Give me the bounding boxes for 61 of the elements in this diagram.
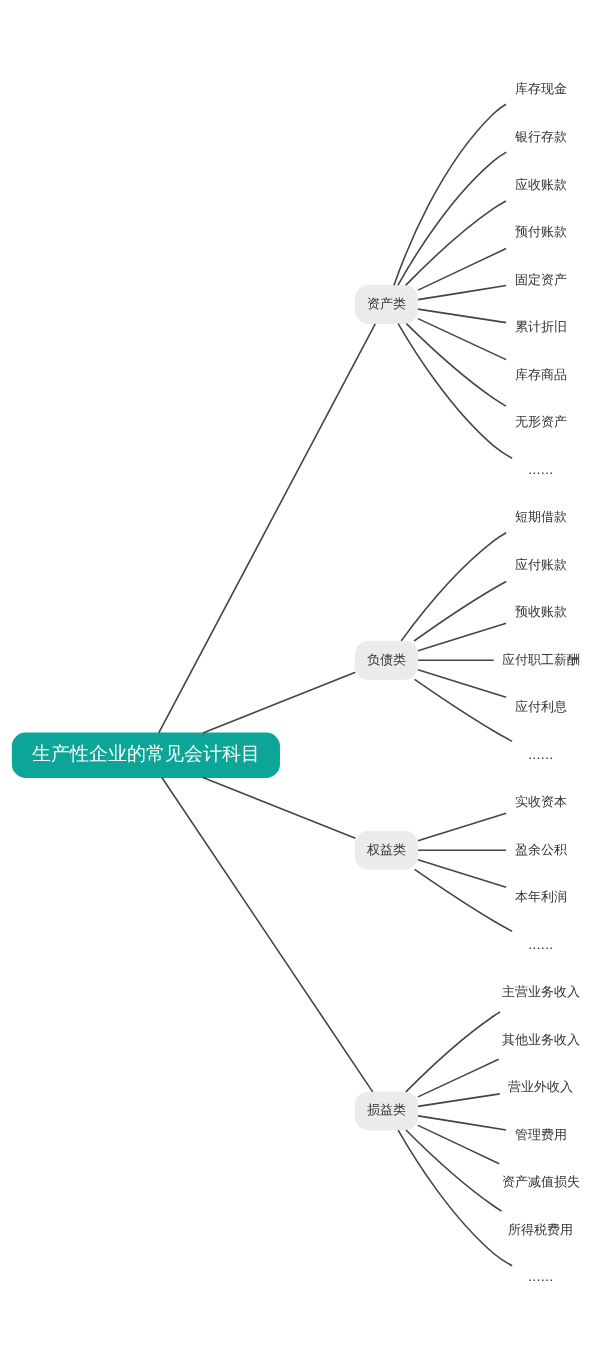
node-text: 本年利润 bbox=[514, 889, 567, 905]
connector bbox=[417, 1093, 501, 1108]
connector bbox=[413, 580, 508, 642]
node-text: 盈余公积 bbox=[514, 841, 567, 857]
node-text: 库存现金 bbox=[514, 81, 567, 97]
connector bbox=[405, 1011, 501, 1093]
connector bbox=[202, 671, 357, 734]
node-text: …… bbox=[528, 746, 554, 762]
node-text: 应付账款 bbox=[514, 556, 567, 572]
connector bbox=[417, 1124, 500, 1165]
node-text: 营业外收入 bbox=[508, 1079, 574, 1095]
connector bbox=[417, 659, 495, 662]
connector bbox=[405, 1129, 503, 1212]
node-box: 损益类 bbox=[354, 1091, 419, 1131]
connector bbox=[405, 322, 507, 407]
connector bbox=[417, 668, 507, 699]
connector bbox=[413, 868, 513, 933]
node-box: 资产类 bbox=[354, 285, 419, 325]
node-text: 实收资本 bbox=[514, 794, 567, 810]
node-text: …… bbox=[528, 461, 554, 477]
connector bbox=[405, 200, 507, 286]
connector bbox=[417, 812, 507, 842]
connector bbox=[417, 1058, 500, 1098]
node-text: 应收账款 bbox=[514, 176, 567, 192]
node-box: 生产性企业的常见会计科目 bbox=[11, 732, 280, 778]
node-box: 负债类 bbox=[354, 640, 419, 680]
node-text: 预付账款 bbox=[514, 224, 567, 239]
node-text: 其他业务收入 bbox=[501, 1031, 580, 1047]
connector bbox=[397, 322, 513, 460]
node-text: 固定资产 bbox=[514, 271, 567, 287]
node-text: 资产减值损失 bbox=[501, 1174, 580, 1190]
connector bbox=[417, 247, 507, 291]
node-text: 库存商品 bbox=[514, 366, 567, 382]
connector bbox=[417, 1115, 507, 1131]
connector bbox=[400, 532, 507, 642]
connector bbox=[417, 284, 507, 301]
node-text: …… bbox=[528, 936, 554, 952]
node-text: 所得税费用 bbox=[508, 1221, 574, 1237]
node-box: 权益类 bbox=[354, 830, 419, 870]
node-text: 应付利息 bbox=[514, 699, 567, 715]
connector bbox=[417, 622, 507, 652]
node-text: 银行存款 bbox=[514, 129, 567, 144]
connector bbox=[161, 776, 374, 1093]
connector bbox=[397, 151, 508, 286]
node-text: 管理费用 bbox=[514, 1126, 567, 1142]
node-text: 无形资产 bbox=[514, 414, 567, 430]
connector bbox=[417, 308, 507, 324]
node-text: 预收账款 bbox=[514, 604, 567, 620]
node-text: …… bbox=[528, 1269, 554, 1285]
node-text: 累计折旧 bbox=[514, 319, 567, 335]
connector bbox=[417, 317, 507, 361]
node-text: 应付职工薪酬 bbox=[501, 651, 580, 667]
node-text: 短期借款 bbox=[514, 509, 567, 525]
connector bbox=[202, 776, 357, 840]
connector bbox=[417, 858, 507, 889]
connector bbox=[417, 849, 507, 852]
connector bbox=[413, 678, 513, 743]
node-text: 主营业务收入 bbox=[501, 984, 580, 1000]
connector bbox=[158, 323, 377, 734]
connector bbox=[397, 1129, 513, 1267]
connector bbox=[393, 103, 507, 287]
